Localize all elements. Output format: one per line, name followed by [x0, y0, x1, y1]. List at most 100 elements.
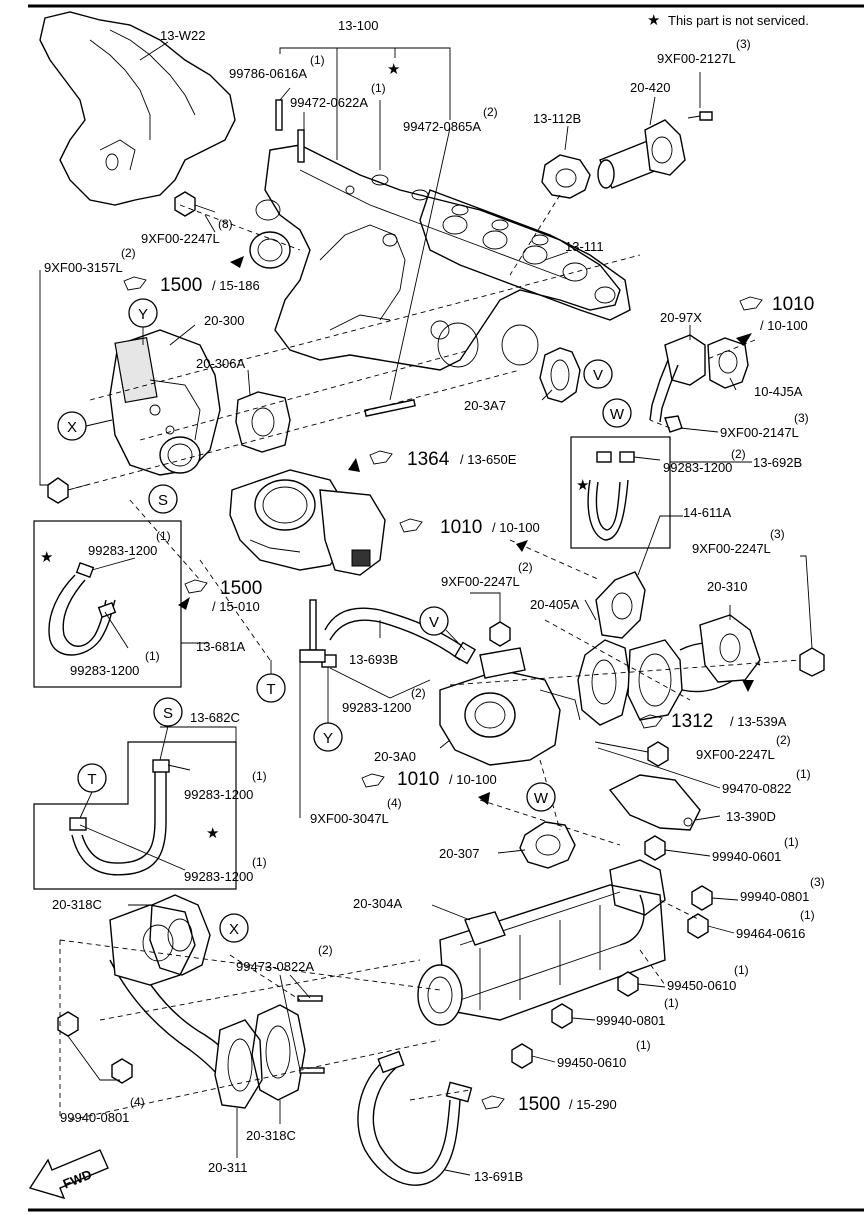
bracket-13-390D-illustration	[608, 774, 701, 831]
qty-99283-1200-a: (2)	[731, 447, 746, 461]
qty-99283-1200-c: (1)	[145, 649, 160, 663]
ref-1010-low: 1010	[397, 769, 439, 790]
label-99940-0801-right: 99940-0801	[740, 889, 809, 904]
label-20-304A: 20-304A	[353, 896, 402, 911]
callout-S-lower: S	[153, 697, 183, 727]
hose-13-692B-illustration	[587, 451, 635, 541]
label-20-405A: 20-405A	[530, 597, 579, 612]
label-20-310: 20-310	[707, 579, 747, 594]
qty-99283-1200-e: (1)	[252, 769, 267, 783]
callout-W-upper: W	[602, 398, 632, 428]
label-99940-0801-left: 99940-0801	[60, 1110, 129, 1125]
qty-9XF00-2247L-mid: (2)	[518, 560, 533, 574]
label-99283-1200-d: 99283-1200	[342, 700, 411, 715]
pipe-20-310-illustration	[627, 614, 761, 721]
leader-lines	[39, 41, 813, 1176]
label-9XF00-2147L: 9XF00-2147L	[720, 425, 799, 440]
star-icon: ★	[387, 61, 400, 78]
label-13-693B: 13-693B	[349, 652, 398, 667]
ref-1500-15-290: 1500	[518, 1094, 560, 1115]
hose-kit-13-682C-box	[33, 741, 237, 890]
ref-1010-low-sub: / 10-100	[449, 772, 497, 787]
hose-kit-13-692B-box	[570, 436, 671, 549]
svg-text:X: X	[229, 921, 239, 938]
qty-9XF00-3157L: (2)	[121, 246, 136, 260]
label-13-111: 13-111	[565, 239, 604, 254]
throttle-body-illustration	[229, 469, 386, 576]
qty-99283-1200-d: (2)	[411, 686, 426, 700]
qty-9XF00-2247L-right: (3)	[770, 527, 785, 541]
label-13-682C: 13-682C	[190, 710, 240, 725]
ref-1010-mid-sub: / 10-100	[492, 520, 540, 535]
svg-text:Y: Y	[323, 730, 333, 747]
qty-9XF00-2247L-bottom: (2)	[776, 733, 791, 747]
gasket-20-306A-illustration	[235, 391, 291, 453]
label-13-100: 13-100	[338, 18, 378, 33]
svg-text:W: W	[610, 406, 625, 423]
label-9XF00-2247L-bottom: 9XF00-2247L	[696, 747, 775, 762]
label-20-3A0: 20-3A0	[374, 749, 416, 764]
label-99283-1200-a: 99283-1200	[663, 460, 732, 475]
ref-1500-15-186: 1500	[160, 275, 202, 296]
qty-99473-0822A: (2)	[318, 943, 333, 957]
gasket-13-112B-illustration	[541, 154, 591, 199]
ref-1010-top: 1010	[772, 294, 814, 315]
svg-text:S: S	[158, 492, 168, 509]
ref-1500-15-290-sub: / 15-290	[569, 1097, 617, 1112]
qty-9XF00-2247L-top: (8)	[218, 217, 233, 231]
label-99786-0616A: 99786-0616A	[229, 66, 307, 81]
intake-manifold-illustration	[249, 144, 621, 371]
svg-text:T: T	[266, 681, 275, 698]
egr-valve-20-3A0-illustration	[439, 647, 581, 766]
label-14-611A: 14-611A	[683, 505, 732, 520]
label-99283-1200-c: 99283-1200	[70, 663, 139, 678]
callout-X-lower: X	[219, 913, 249, 943]
gasket-20-318C-top-illustration	[149, 894, 211, 976]
label-99450-0610-a: 99450-0610	[667, 978, 736, 993]
qty-99450-0610-b: (1)	[636, 1038, 651, 1052]
label-99473-0822A: 99473-0822A	[236, 959, 314, 974]
svg-text:T: T	[87, 771, 96, 788]
pipe-20-420-illustration	[597, 111, 713, 189]
bolt-9XF00-3047L-illustration	[299, 599, 326, 663]
label-99283-1200-b: 99283-1200	[88, 543, 157, 558]
star-icon: ★	[576, 477, 589, 494]
star-icon: ★	[647, 12, 660, 29]
heat-shield-illustration	[39, 11, 236, 206]
forward-direction-arrow: FWD	[28, 1149, 109, 1200]
label-13-681A: 13-681A	[196, 639, 245, 654]
egr-valve-illustration	[109, 329, 221, 476]
qty-99472-0865A: (2)	[483, 105, 498, 119]
ref-1500-15-186-sub: / 15-186	[212, 278, 260, 293]
ref-1010-top-sub: / 10-100	[760, 318, 808, 333]
ref-1312: 1312	[671, 711, 713, 732]
qty-99940-0801-right: (3)	[810, 875, 825, 889]
ref-1312-sub: / 13-539A	[730, 714, 787, 729]
not-serviced-note: This part is not serviced.	[668, 13, 809, 28]
callout-V-upper: V	[583, 359, 613, 389]
callout-T-upper: T	[256, 673, 286, 703]
callout-V-lower: V	[419, 606, 449, 636]
hose-13-682C-illustration	[69, 759, 170, 876]
label-99472-0622A: 99472-0622A	[290, 95, 368, 110]
qty-99786: (1)	[310, 53, 325, 67]
label-13-691B: 13-691B	[474, 1169, 523, 1184]
fasteners-illustration	[47, 191, 825, 1084]
label-9XF00-2247L-mid: 9XF00-2247L	[441, 574, 520, 589]
ref-1500-15-010-sub: / 15-010	[212, 599, 260, 614]
gasket-14-611A-illustration	[595, 571, 646, 639]
qty-99450-0610-a: (1)	[734, 963, 749, 977]
ref-1010-mid: 1010	[440, 517, 482, 538]
svg-text:Y: Y	[138, 306, 148, 323]
callout-Y-upper: Y	[128, 298, 158, 328]
ref-1364: 1364	[407, 449, 450, 470]
label-99283-1200-f: 99283-1200	[184, 869, 253, 884]
ref-1500-15-010: 1500	[220, 578, 262, 599]
gasket-20-405A-illustration	[577, 639, 631, 726]
label-20-311: 20-311	[208, 1160, 248, 1175]
qty-99940-0801-mid: (1)	[664, 996, 679, 1010]
qty-99940-0601: (1)	[784, 835, 799, 849]
label-99470-0822: 99470-0822	[722, 781, 791, 796]
callout-W-lower: W	[526, 782, 556, 812]
label-99450-0610-b: 99450-0610	[557, 1055, 626, 1070]
